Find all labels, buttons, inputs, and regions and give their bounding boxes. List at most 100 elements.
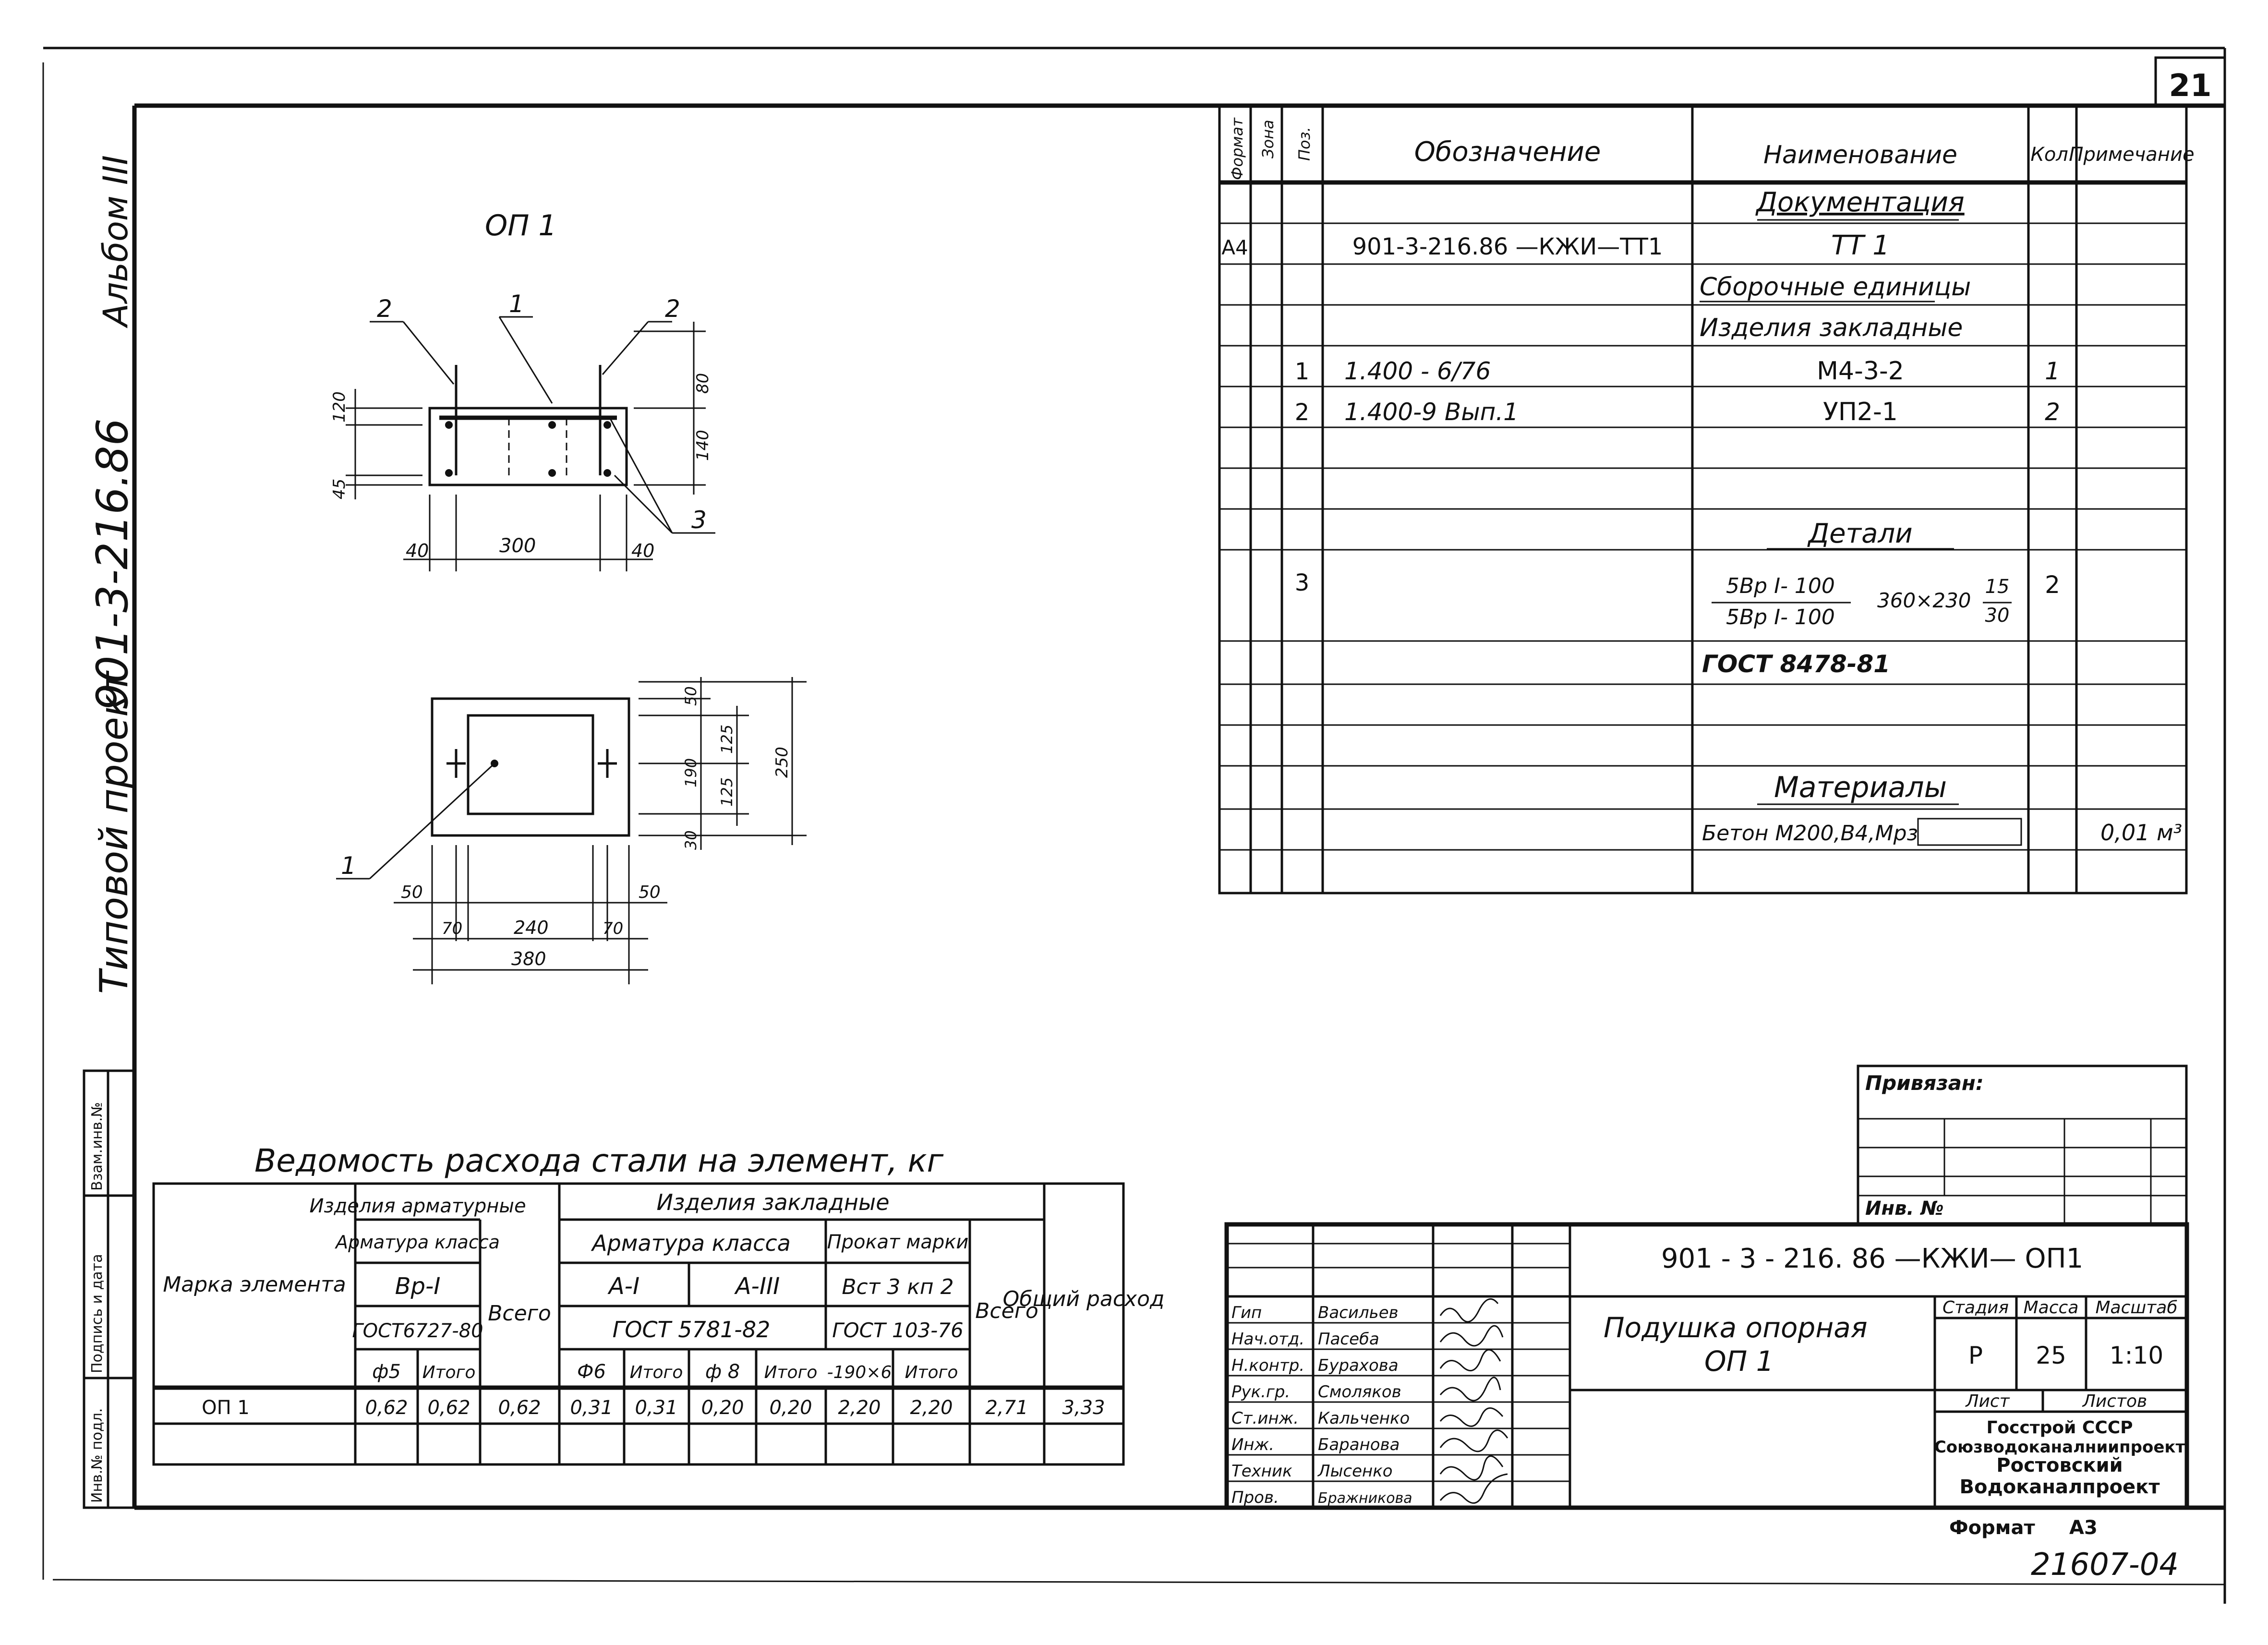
steel-h-prof: -190×6 bbox=[827, 1363, 892, 1382]
tb-role-3: Рук.гр. bbox=[1231, 1382, 1290, 1402]
tb-org3: Ростовский bbox=[1996, 1454, 2123, 1476]
steel-row-c4: 0,31 bbox=[570, 1397, 613, 1419]
binding-stamp: Привязан: Инв. № bbox=[1857, 1064, 2188, 1226]
tb-name-1: Пасеба bbox=[1318, 1330, 1379, 1349]
steel-h-it1: Итого bbox=[422, 1363, 476, 1382]
steel-h-it4: Итого bbox=[905, 1363, 958, 1382]
spec-section-materials: Материалы bbox=[1774, 771, 1947, 804]
spec-row15-name: Бетон М200,В4,Мрз bbox=[1702, 821, 1918, 846]
dim-left-bottom: 45 bbox=[330, 479, 349, 499]
tb-role-6: Техник bbox=[1231, 1462, 1292, 1481]
steel-h-a3: А-III bbox=[734, 1273, 780, 1300]
dim-left-top: 120 bbox=[330, 391, 349, 423]
spec-h-note: Примечание bbox=[2069, 144, 2194, 166]
steel-h-arm-class2: Арматура класса bbox=[591, 1230, 791, 1256]
steel-h-group1: Изделия арматурные bbox=[309, 1195, 526, 1217]
steel-h-gost2: ГОСТ 5781-82 bbox=[613, 1317, 771, 1343]
spec-section-assemblies: Сборочные единицы bbox=[1700, 273, 1971, 302]
signatures bbox=[1439, 1298, 1508, 1504]
steel-row-c9: 2,20 bbox=[910, 1397, 953, 1419]
drawing-title: ОП 1 bbox=[485, 209, 557, 242]
steel-h-rolled: Прокат марки bbox=[827, 1231, 969, 1253]
sheet-number: 21 bbox=[2169, 68, 2211, 104]
binding-label: Привязан: bbox=[1865, 1071, 1984, 1095]
tb-stage-h: Стадия bbox=[1942, 1298, 2009, 1318]
steel-row-c2: 0,62 bbox=[427, 1397, 470, 1419]
spec-row6-pos: 2 bbox=[1295, 399, 1310, 426]
plan-view: 1 50 125 190 125 30 250 50 70 240 70 50 … bbox=[336, 677, 807, 984]
steel-row-c6: 0,20 bbox=[701, 1397, 744, 1419]
sheet-frame bbox=[42, 47, 2226, 1604]
tb-sheets-h: Листов bbox=[2082, 1391, 2147, 1411]
tb-role-2: Н.контр. bbox=[1231, 1356, 1304, 1375]
tb-name-0: Васильев bbox=[1318, 1303, 1399, 1322]
steel-h-gost3: ГОСТ 103-76 bbox=[832, 1318, 964, 1342]
tb-role-1: Нач.отд. bbox=[1231, 1330, 1304, 1349]
spec-row2-name: ТТ 1 bbox=[1831, 230, 1890, 261]
spec-row5-pos: 1 bbox=[1295, 358, 1310, 385]
plan-dim-b-total: 380 bbox=[511, 948, 546, 969]
plan-dim-r4: 125 bbox=[718, 777, 736, 807]
steel-h-it3: Итого bbox=[764, 1363, 818, 1382]
spec-row5-designation: 1.400 - 6/76 bbox=[1344, 357, 1491, 385]
spec-row2-format: A4 bbox=[1221, 236, 1248, 259]
steel-h-mark: Марка элемента bbox=[163, 1272, 346, 1297]
steel-row-c3: 0,62 bbox=[498, 1397, 541, 1419]
steel-row-c10: 2,71 bbox=[985, 1397, 1028, 1419]
tb-name-3: Смоляков bbox=[1318, 1382, 1401, 1402]
detail-size: 360×230 bbox=[1877, 589, 1971, 612]
callout-3: 3 bbox=[691, 506, 707, 534]
steel-h-d5: ф5 bbox=[372, 1361, 401, 1383]
tb-sheet-h: Лист bbox=[1965, 1391, 2010, 1411]
plan-dim-r3: 190 bbox=[682, 758, 700, 787]
plan-dim-r5: 30 bbox=[682, 830, 700, 850]
spec-row2-designation: 901-3-216.86 —КЖИ—ТТ1 bbox=[1352, 233, 1663, 260]
tb-scale: 1:10 bbox=[2110, 1342, 2163, 1369]
section-view: 2 1 2 3 120 45 80 140 40 300 40 bbox=[330, 290, 715, 571]
steel-title: Ведомость расхода стали на элемент, кг bbox=[254, 1142, 943, 1179]
tb-role-0: Гип bbox=[1231, 1303, 1262, 1322]
specification-table: Формат Зона Поз. Обозначение Наименовани… bbox=[1218, 104, 2195, 895]
steel-row-c1: 0,62 bbox=[365, 1397, 408, 1419]
title-block: 901 - 3 - 216. 86 —КЖИ— ОП1 Подушка опор… bbox=[1224, 1222, 2189, 1510]
steel-h-it2: Итого bbox=[630, 1363, 683, 1382]
album-label: Альбом III bbox=[96, 155, 135, 328]
spec-h-designation: Обозначение bbox=[1414, 136, 1601, 168]
detail-num-top: 5Вр I- 100 bbox=[1726, 574, 1835, 598]
steel-row-c8: 2,20 bbox=[838, 1397, 881, 1419]
tb-scale-h: Масштаб bbox=[2095, 1298, 2177, 1318]
detail-frac-bottom: 30 bbox=[1985, 605, 2010, 627]
spec-embedded-title: Изделия закладные bbox=[1700, 314, 1963, 342]
tb-name-7: Бражникова bbox=[1318, 1490, 1412, 1507]
spec-row10-qty: 2 bbox=[2045, 571, 2060, 599]
spec-row5-qty: 1 bbox=[2045, 357, 2060, 385]
plan-dim-r-total: 250 bbox=[772, 747, 792, 778]
steel-h-d6: Ф6 bbox=[577, 1361, 606, 1383]
steel-row-c7: 0,20 bbox=[769, 1397, 812, 1419]
callout-1: 1 bbox=[509, 290, 524, 318]
strip-podpis: Подпись и дата bbox=[89, 1254, 106, 1374]
format-label: Формат bbox=[1949, 1517, 2035, 1539]
spec-row5-name: М4-3-2 bbox=[1817, 357, 1904, 386]
dim-right-bottom: 140 bbox=[693, 430, 712, 461]
tb-name2: ОП 1 bbox=[1704, 1345, 1774, 1378]
steel-h-general: Общий расход bbox=[1003, 1287, 1165, 1311]
tb-mass-h: Масса bbox=[2024, 1298, 2079, 1318]
plan-dim-r1: 50 bbox=[682, 686, 700, 706]
steel-h-vst: Вст 3 кп 2 bbox=[842, 1275, 953, 1299]
spec-row10-pos: 3 bbox=[1295, 569, 1310, 596]
callout-2-right: 2 bbox=[665, 295, 680, 323]
spec-h-zone: Зона bbox=[1259, 120, 1277, 158]
steel-h-total: Всего bbox=[488, 1301, 551, 1326]
spec-h-name: Наименование bbox=[1763, 141, 1957, 169]
detail-num-bottom: 5Вр I- 100 bbox=[1726, 605, 1835, 629]
spec-row15-note: 0,01 м³ bbox=[2100, 820, 2182, 846]
dim-right-top: 80 bbox=[693, 373, 712, 394]
tb-stage: Р bbox=[1968, 1342, 1983, 1369]
format-value: A3 bbox=[2069, 1517, 2098, 1539]
tb-org1: Госстрой СССР bbox=[1986, 1418, 2133, 1438]
plan-dim-b4: 70 bbox=[603, 919, 623, 938]
steel-row-c5: 0,31 bbox=[635, 1397, 677, 1419]
tb-role-5: Инж. bbox=[1231, 1435, 1274, 1454]
